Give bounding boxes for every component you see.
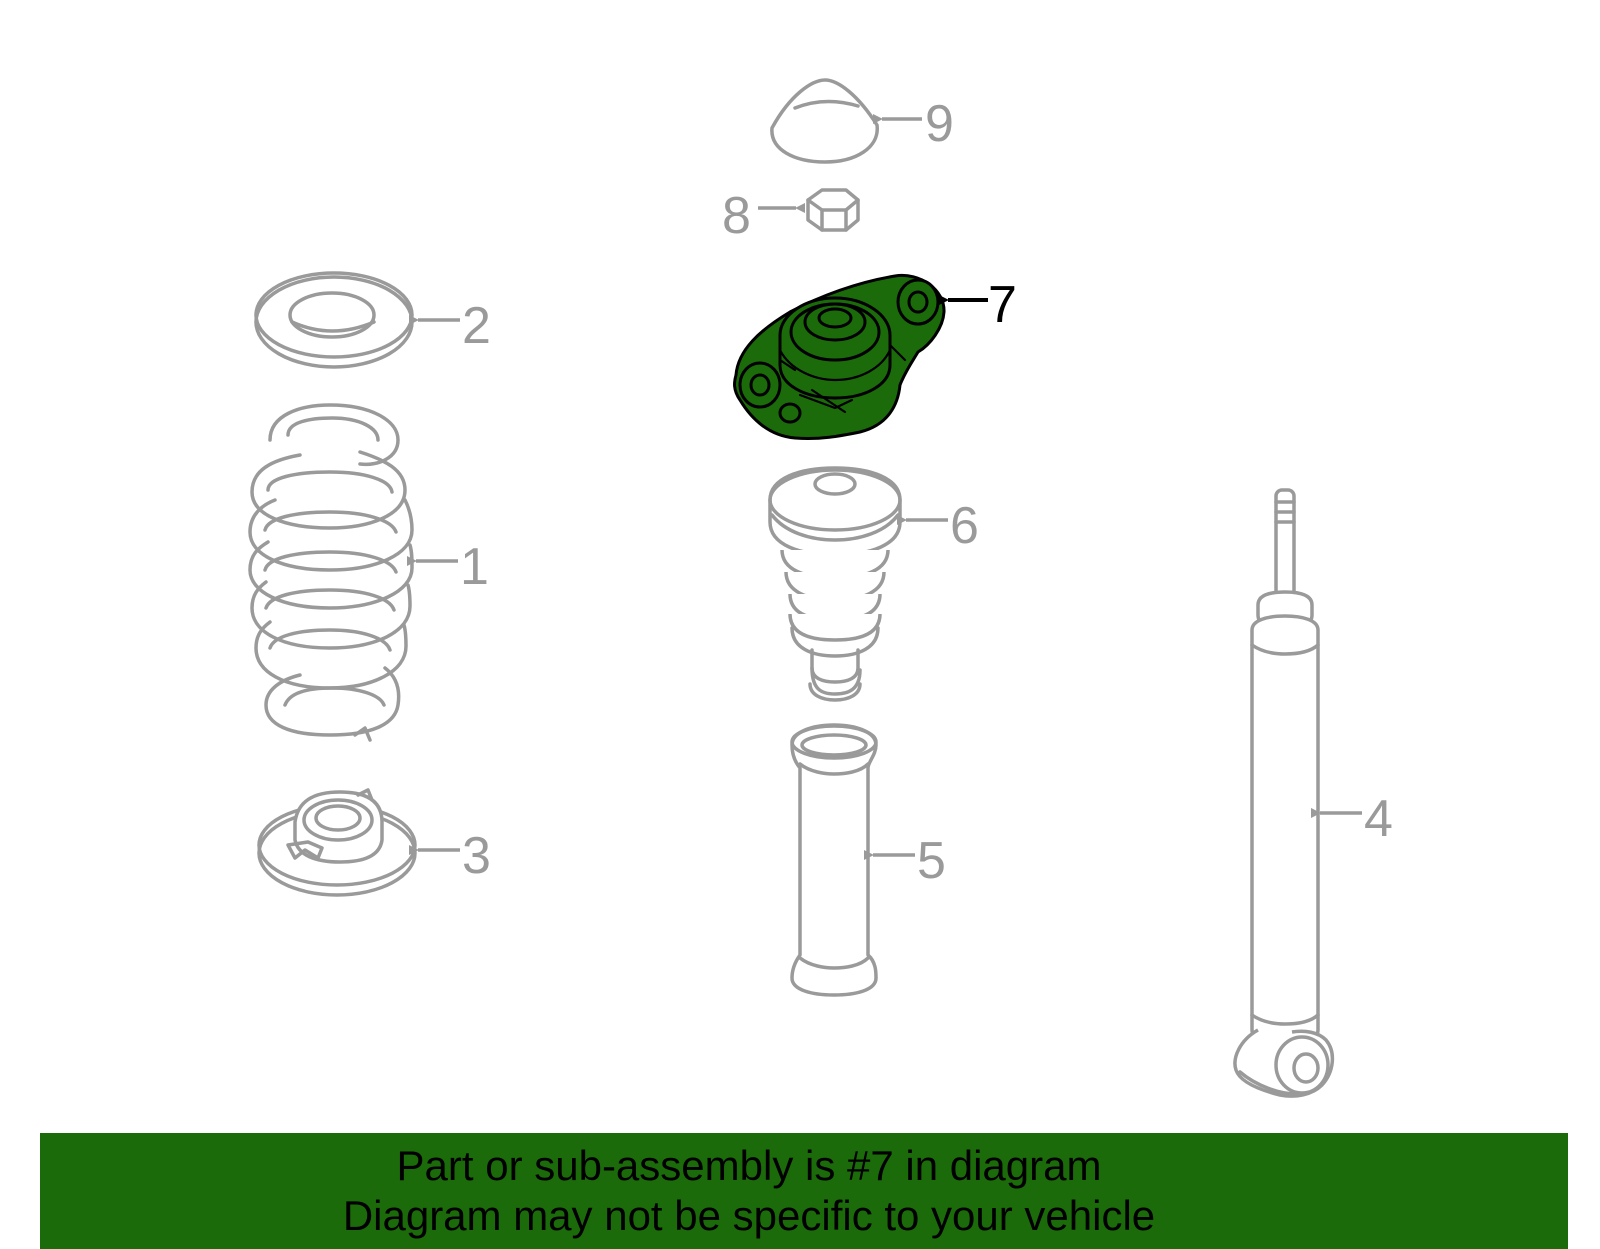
info-banner: Part or sub-assembly is #7 in diagram Di… (40, 1133, 1568, 1249)
lower-spring-seat-part[interactable] (257, 788, 417, 897)
banner-line-1: Part or sub-assembly is #7 in diagram (396, 1142, 1102, 1189)
callout-5-label: 5 (917, 832, 946, 890)
callout-1: 1 (407, 538, 489, 596)
callout-6: 6 (897, 497, 979, 555)
callout-5: 5 (864, 832, 946, 890)
callout-9-label: 9 (925, 95, 954, 153)
upper-spring-seat-part[interactable] (254, 271, 414, 369)
callout-2-label: 2 (462, 297, 491, 355)
callout-7: 7 (937, 276, 1017, 334)
callout-7-label: 7 (988, 276, 1017, 334)
callout-6-label: 6 (950, 497, 979, 555)
callout-2: 2 (409, 297, 491, 355)
shock-absorber-part[interactable] (1233, 488, 1335, 1098)
callout-3: 3 (409, 827, 491, 885)
nut-part[interactable] (806, 188, 860, 232)
callout-8-label: 8 (722, 187, 751, 245)
strut-mount-part[interactable] (733, 273, 946, 441)
banner-line-2: Diagram may not be specific to your vehi… (342, 1192, 1156, 1239)
callout-4: 4 (1311, 790, 1393, 848)
dust-boot-part[interactable] (790, 723, 878, 997)
callout-4-label: 4 (1364, 790, 1393, 848)
bump-stop-part[interactable] (768, 466, 902, 702)
callout-3-label: 3 (462, 827, 491, 885)
cap-part[interactable] (770, 78, 879, 164)
callout-8: 8 (722, 187, 805, 245)
callout-9: 9 (873, 95, 954, 153)
callout-1-label: 1 (460, 538, 489, 596)
coil-spring-part[interactable] (248, 403, 414, 742)
